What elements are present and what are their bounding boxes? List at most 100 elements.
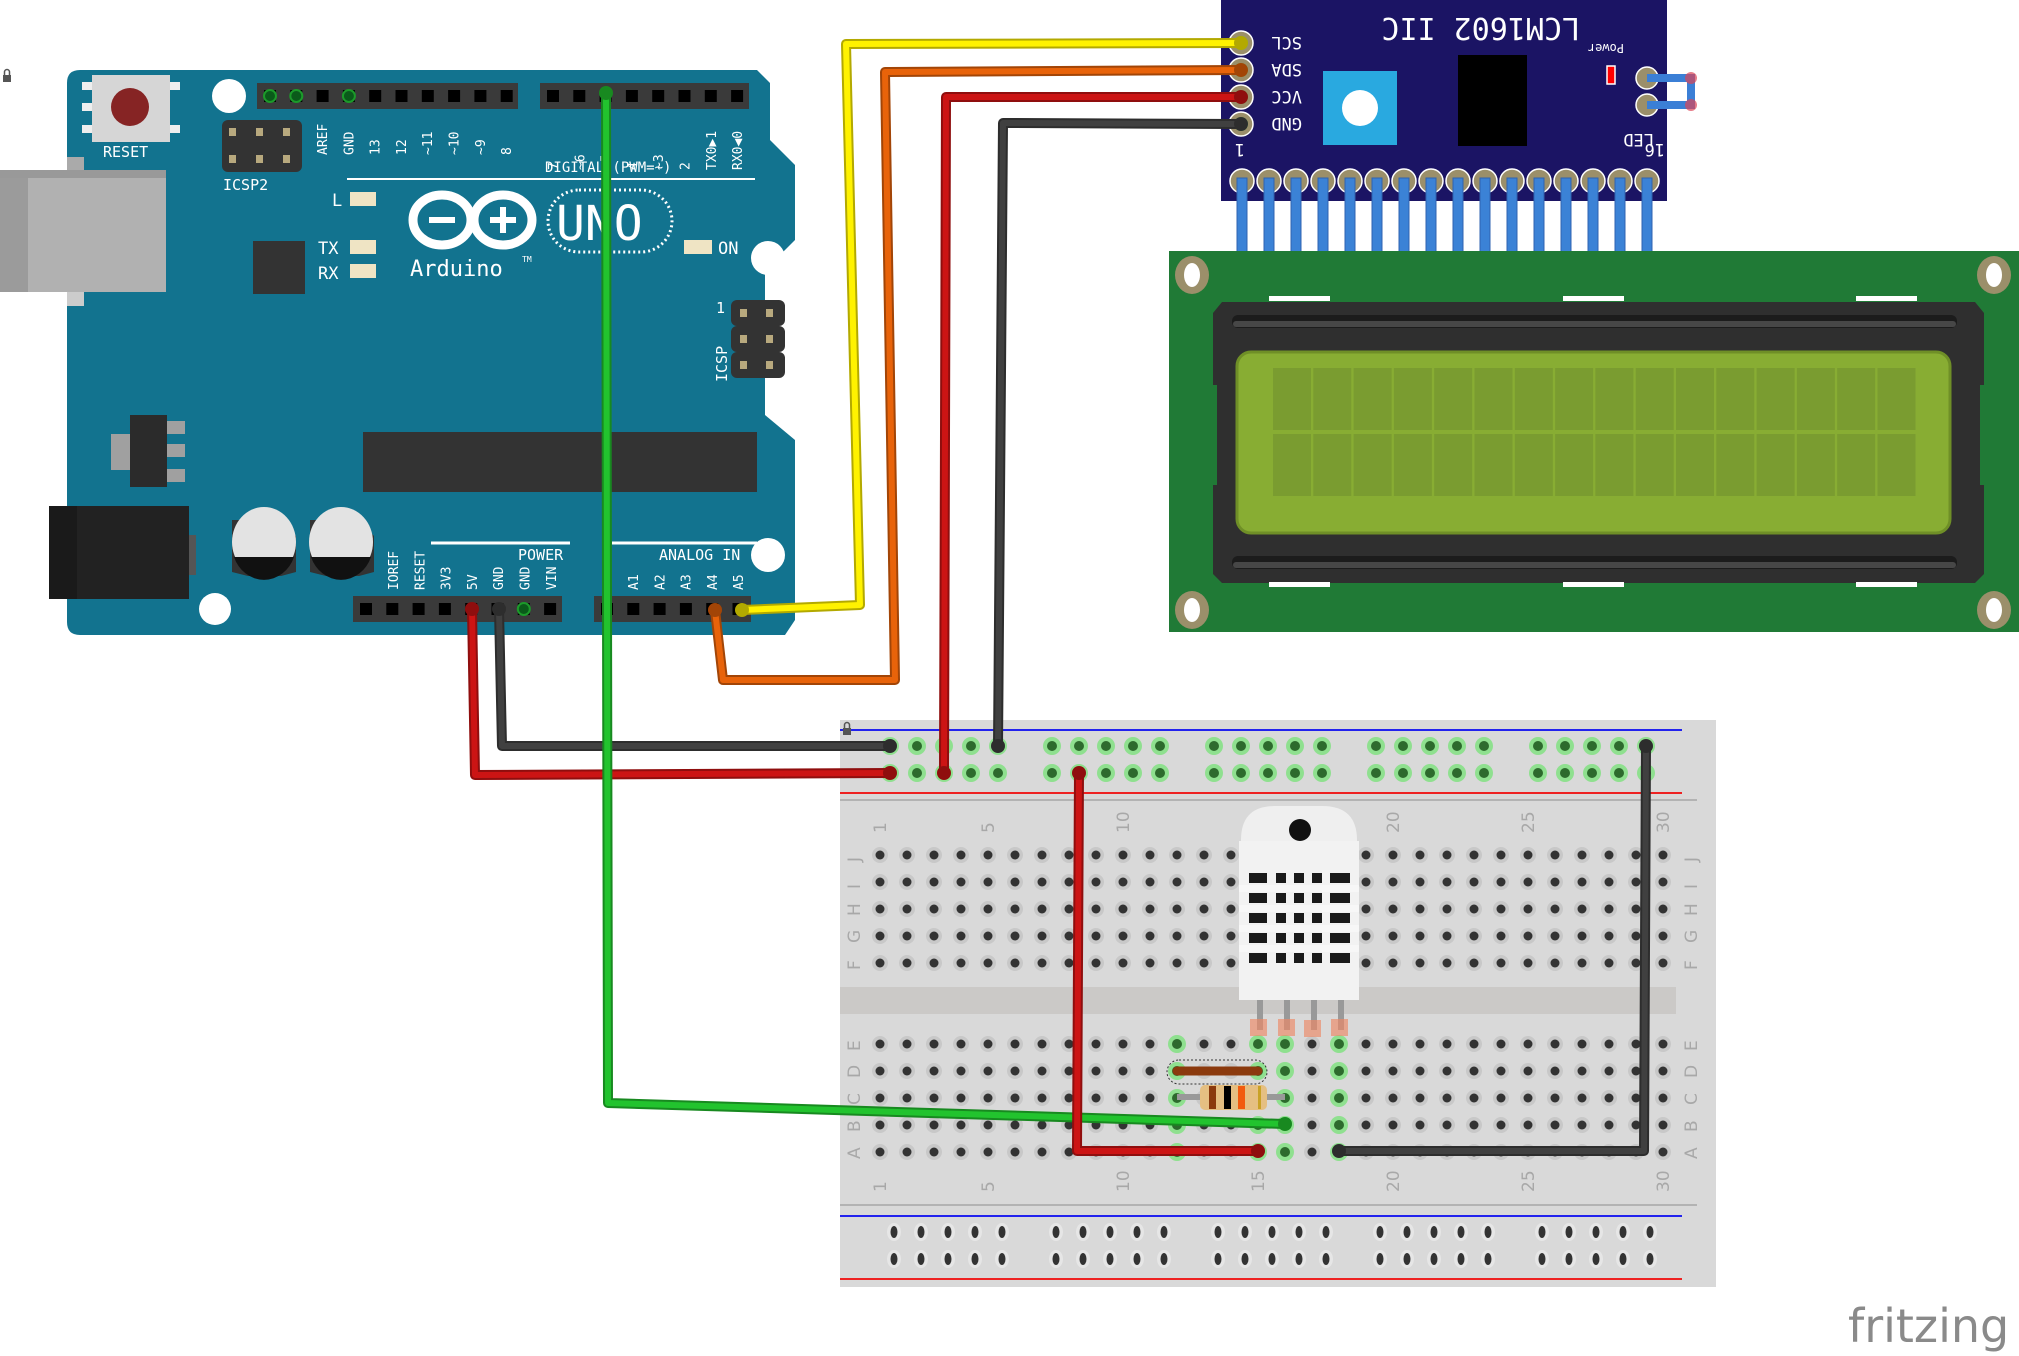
rail-hole[interactable]	[1592, 1226, 1600, 1238]
rail-hole[interactable]	[1452, 768, 1462, 778]
breadboard-hole[interactable]	[875, 1039, 885, 1049]
breadboard-hole[interactable]	[1010, 904, 1020, 914]
rail-hole[interactable]	[1295, 1253, 1303, 1265]
rail-hole[interactable]	[1560, 768, 1570, 778]
breadboard-hole[interactable]	[1118, 904, 1128, 914]
breadboard-hole[interactable]	[1604, 958, 1614, 968]
breadboard-hole[interactable]	[1550, 877, 1560, 887]
breadboard-hole[interactable]	[1361, 904, 1371, 914]
header-pin-A3[interactable]	[679, 603, 692, 615]
breadboard-hole[interactable]	[1199, 1039, 1209, 1049]
breadboard-hole[interactable]	[1442, 877, 1452, 887]
breadboard-hole[interactable]	[1361, 1039, 1371, 1049]
breadboard-hole[interactable]	[1388, 850, 1398, 860]
breadboard-hole[interactable]	[1010, 931, 1020, 941]
breadboard-hole[interactable]	[1577, 1093, 1587, 1103]
breadboard-hole[interactable]	[983, 1066, 993, 1076]
breadboard-hole[interactable]	[1550, 904, 1560, 914]
header-pin-VIN[interactable]	[544, 603, 557, 615]
breadboard-hole[interactable]	[1469, 904, 1479, 914]
wire-arduino-gnd[interactable]	[492, 602, 897, 753]
breadboard-hole[interactable]	[1442, 1093, 1452, 1103]
rail-hole[interactable]	[1560, 741, 1570, 751]
breadboard-hole[interactable]	[1415, 904, 1425, 914]
rail-hole[interactable]	[1079, 1226, 1087, 1238]
breadboard-hole[interactable]	[1361, 931, 1371, 941]
breadboard-hole[interactable]	[1199, 958, 1209, 968]
wire-end[interactable]	[708, 603, 722, 617]
breadboard-hole[interactable]	[1064, 1147, 1074, 1157]
breadboard-hole[interactable]	[1523, 877, 1533, 887]
breadboard-hole[interactable]	[1118, 958, 1128, 968]
rail-hole[interactable]	[971, 1226, 979, 1238]
rail-hole[interactable]	[1263, 741, 1273, 751]
rail-hole[interactable]	[1587, 741, 1597, 751]
breadboard-hole[interactable]	[1226, 904, 1236, 914]
breadboard-hole[interactable]	[1388, 1039, 1398, 1049]
breadboard-hole[interactable]	[1361, 1066, 1371, 1076]
breadboard-hole[interactable]	[1388, 931, 1398, 941]
breadboard-hole[interactable]	[956, 1039, 966, 1049]
rail-hole[interactable]	[1425, 741, 1435, 751]
breadboard-hole[interactable]	[1604, 850, 1614, 860]
breadboard-hole[interactable]	[902, 1147, 912, 1157]
header-pin-~9[interactable]	[474, 90, 487, 102]
rail-hole[interactable]	[1128, 768, 1138, 778]
rail-hole[interactable]	[1214, 1253, 1222, 1265]
breadboard-hole[interactable]	[1631, 1093, 1641, 1103]
breadboard-hole[interactable]	[1307, 1066, 1317, 1076]
breadboard-hole[interactable]	[1064, 1066, 1074, 1076]
header-pin-A2[interactable]	[653, 603, 666, 615]
rail-hole[interactable]	[1133, 1253, 1141, 1265]
breadboard-hole[interactable]	[1091, 850, 1101, 860]
breadboard-hole[interactable]	[1145, 904, 1155, 914]
breadboard-hole[interactable]	[1442, 1039, 1452, 1049]
breadboard-hole[interactable]	[1496, 877, 1506, 887]
breadboard-hole[interactable]	[1010, 1039, 1020, 1049]
rail-hole[interactable]	[1268, 1253, 1276, 1265]
breadboard-hole[interactable]	[875, 1120, 885, 1130]
wire-end[interactable]	[465, 602, 479, 616]
breadboard-hole[interactable]	[1037, 958, 1047, 968]
breadboard-hole[interactable]	[1577, 877, 1587, 887]
breadboard-hole[interactable]	[1118, 877, 1128, 887]
rail-hole[interactable]	[1371, 768, 1381, 778]
rail-hole[interactable]	[971, 1253, 979, 1265]
breadboard-hole[interactable]	[1442, 1066, 1452, 1076]
rail-hole[interactable]	[1646, 1253, 1654, 1265]
breadboard-hole[interactable]	[1631, 1066, 1641, 1076]
breadboard-hole[interactable]	[1118, 1093, 1128, 1103]
wire-end[interactable]	[1072, 766, 1086, 780]
breadboard-hole[interactable]	[1091, 904, 1101, 914]
rail-hole[interactable]	[1452, 741, 1462, 751]
wire-end[interactable]	[991, 739, 1005, 753]
breadboard-hole[interactable]	[1577, 1066, 1587, 1076]
breadboard-hole[interactable]	[956, 1147, 966, 1157]
rail-hole[interactable]	[1052, 1226, 1060, 1238]
rail-hole[interactable]	[1376, 1226, 1384, 1238]
rail-hole[interactable]	[1646, 1226, 1654, 1238]
breadboard-hole[interactable]	[1469, 958, 1479, 968]
breadboard-hole[interactable]	[1010, 877, 1020, 887]
breadboard-hole[interactable]	[1172, 931, 1182, 941]
jumper-wire-brown[interactable]	[1166, 1059, 1268, 1085]
breadboard-hole[interactable]	[1388, 1066, 1398, 1076]
breadboard-hole[interactable]	[956, 958, 966, 968]
breadboard-hole[interactable]	[929, 1147, 939, 1157]
breadboard-hole[interactable]	[1523, 1120, 1533, 1130]
breadboard-hole[interactable]	[875, 904, 885, 914]
header-pin-A1[interactable]	[627, 603, 640, 615]
rail-hole[interactable]	[1484, 1226, 1492, 1238]
breadboard-hole[interactable]	[1388, 877, 1398, 887]
rail-hole[interactable]	[1047, 741, 1057, 751]
lcd-16x2[interactable]	[1169, 251, 2019, 632]
wire-end[interactable]	[1234, 36, 1248, 50]
breadboard-hole[interactable]	[1469, 1093, 1479, 1103]
breadboard-hole[interactable]	[1037, 931, 1047, 941]
breadboard-hole[interactable]	[1496, 958, 1506, 968]
breadboard-hole[interactable]	[929, 931, 939, 941]
rail-hole[interactable]	[1241, 1226, 1249, 1238]
breadboard-hole[interactable]	[1064, 1039, 1074, 1049]
breadboard-hole[interactable]	[1415, 850, 1425, 860]
